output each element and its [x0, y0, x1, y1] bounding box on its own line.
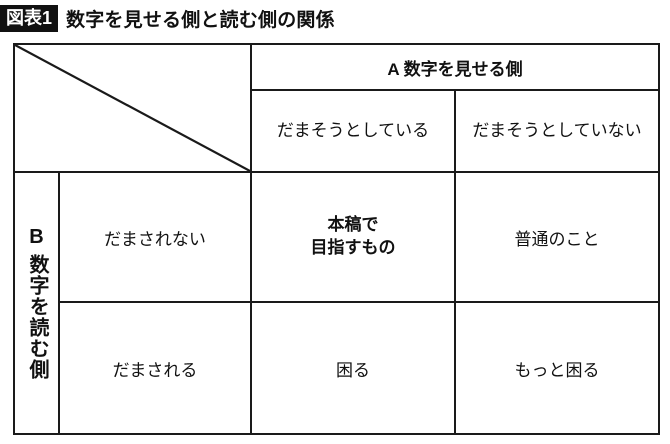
- column-header-deceiving: だまそうとしている: [250, 89, 456, 173]
- page-title: 数字を見せる側と読む側の関係: [66, 9, 335, 31]
- column-header-not-deceiving: だまそうとしていない: [454, 89, 660, 173]
- cell-line-2: 目指すもの: [310, 238, 396, 257]
- matrix-table-wrapper: A 数字を見せる側 だまそうとしている だまそうとしていない B 数字を読む側 …: [13, 43, 660, 435]
- table-row: B 数字を読む側 だまされない 本稿で 目指すもの 普通のこと: [13, 171, 660, 435]
- row-header-deceived: だまされる: [58, 301, 252, 435]
- corner-diagonal-cell: [13, 43, 252, 173]
- cell-troubling: 困る: [250, 301, 456, 435]
- relationship-matrix-table: A 数字を見せる側 だまそうとしている だまそうとしていない B 数字を読む側 …: [13, 43, 660, 435]
- row-header-not-deceived: だまされない: [58, 171, 252, 303]
- row-axis-title-latin: B: [29, 225, 44, 248]
- table-header-row-axis-title: A 数字を見せる側: [13, 43, 660, 173]
- figure-title-bar: 図表1 数字を見せる側と読む側の関係: [0, 4, 335, 32]
- cell-more-troubling: もっと困る: [454, 301, 660, 435]
- column-axis-title: A 数字を見せる側: [250, 43, 660, 91]
- cell-line-1: 本稿で: [327, 215, 379, 235]
- figure-number-badge: 図表1: [0, 4, 59, 32]
- cell-ordinary-thing: 普通のこと: [454, 171, 660, 303]
- row-axis-title-jp: 数字を読む側: [26, 253, 48, 380]
- cell-goal-of-this-article: 本稿で 目指すもの: [250, 171, 456, 303]
- table-row: だまされる 困る もっと困る: [14, 301, 660, 435]
- table-header-row-columns: だまそうとしている だまそうとしていない: [14, 89, 660, 173]
- diagonal-slash-icon: [15, 45, 250, 171]
- row-axis-title: B 数字を読む側: [13, 171, 60, 435]
